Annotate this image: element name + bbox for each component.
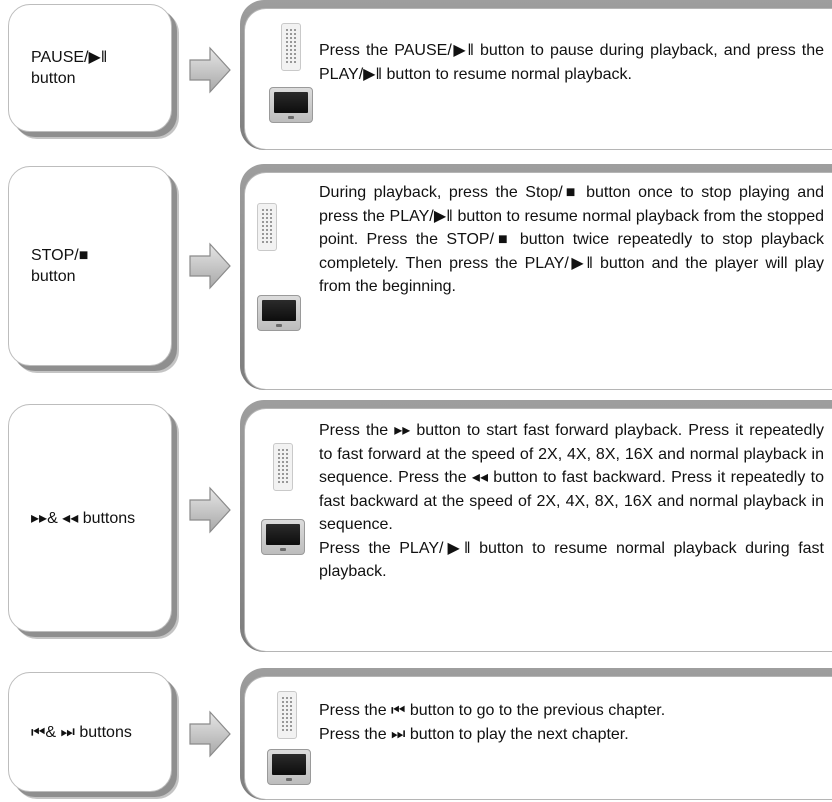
chapter-skip-description: Press the ⏮ button to go to the previous…: [319, 699, 824, 746]
paragraph: During playback, press the Stop/■ button…: [319, 184, 824, 295]
portable-player-icon: [257, 295, 301, 331]
paragraph: Press the ⏮ button to go to the previous…: [319, 702, 666, 719]
right-arrow-icon: [189, 486, 231, 534]
card-body: Press the ⏮ button to go to the previous…: [244, 676, 832, 800]
stop-button-label-card: STOP/■ button: [8, 166, 172, 366]
label-text: STOP/■ button: [31, 245, 88, 287]
pause-description: Press the PAUSE/▶‖ button to pause durin…: [319, 39, 824, 86]
pause-button-label-card: PAUSE/▶‖ button: [8, 4, 172, 132]
label-text: PAUSE/▶‖ button: [31, 47, 107, 89]
section-fast-playback: ▸▸& ◂◂ buttons Press the ▸▸ button to st…: [0, 400, 832, 656]
portable-player-icon: [269, 87, 313, 123]
remote-control-icon: [273, 443, 293, 491]
label-line: STOP/■: [31, 247, 89, 264]
section-pause: PAUSE/▶‖ button Press the PAUSE/▶‖ butto…: [0, 0, 832, 150]
paragraph: Press the ⏭ button to play the next chap…: [319, 725, 629, 743]
pause-description-card: Press the PAUSE/▶‖ button to pause durin…: [240, 0, 832, 150]
chapter-skip-label-card: ⏮& ⏭ buttons: [8, 672, 172, 792]
remote-control-icon: [281, 23, 301, 71]
right-arrow-icon: [189, 710, 231, 758]
remote-control-icon: [257, 203, 277, 251]
fast-playback-label-card: ▸▸& ◂◂ buttons: [8, 404, 172, 632]
card-body: Press the ▸▸ button to start fast forwar…: [244, 408, 832, 652]
fast-playback-description: Press the ▸▸ button to start fast forwar…: [319, 419, 824, 584]
label-line: button: [31, 268, 76, 285]
label-line: ▸▸& ◂◂ buttons: [31, 509, 136, 527]
label-text: ▸▸& ◂◂ buttons: [31, 508, 135, 529]
right-arrow-icon: [189, 242, 231, 290]
stop-description-card: During playback, press the Stop/■ button…: [240, 164, 832, 390]
stop-description: During playback, press the Stop/■ button…: [319, 181, 824, 299]
paragraph: Press the PLAY/▶‖ button to resume norma…: [319, 539, 824, 581]
label-line: button: [31, 70, 76, 87]
paragraph: Press the ▸▸ button to start fast forwar…: [319, 422, 824, 533]
card-body: Press the PAUSE/▶‖ button to pause durin…: [244, 8, 832, 150]
section-stop: STOP/■ button During playback, press the…: [0, 162, 832, 390]
right-arrow-icon: [189, 46, 231, 94]
label-line: ⏮& ⏭ buttons: [31, 723, 132, 741]
portable-player-icon: [261, 519, 305, 555]
card-body: During playback, press the Stop/■ button…: [244, 172, 832, 390]
paragraph: Press the PAUSE/▶‖ button to pause durin…: [319, 42, 824, 83]
chapter-skip-description-card: Press the ⏮ button to go to the previous…: [240, 668, 832, 800]
remote-control-icon: [277, 691, 297, 739]
section-chapter-skip: ⏮& ⏭ buttons Press the ⏮ button to go to…: [0, 668, 832, 800]
fast-playback-description-card: Press the ▸▸ button to start fast forwar…: [240, 400, 832, 652]
label-line: PAUSE/▶‖: [31, 49, 108, 66]
portable-player-icon: [267, 749, 311, 785]
label-text: ⏮& ⏭ buttons: [31, 722, 132, 743]
